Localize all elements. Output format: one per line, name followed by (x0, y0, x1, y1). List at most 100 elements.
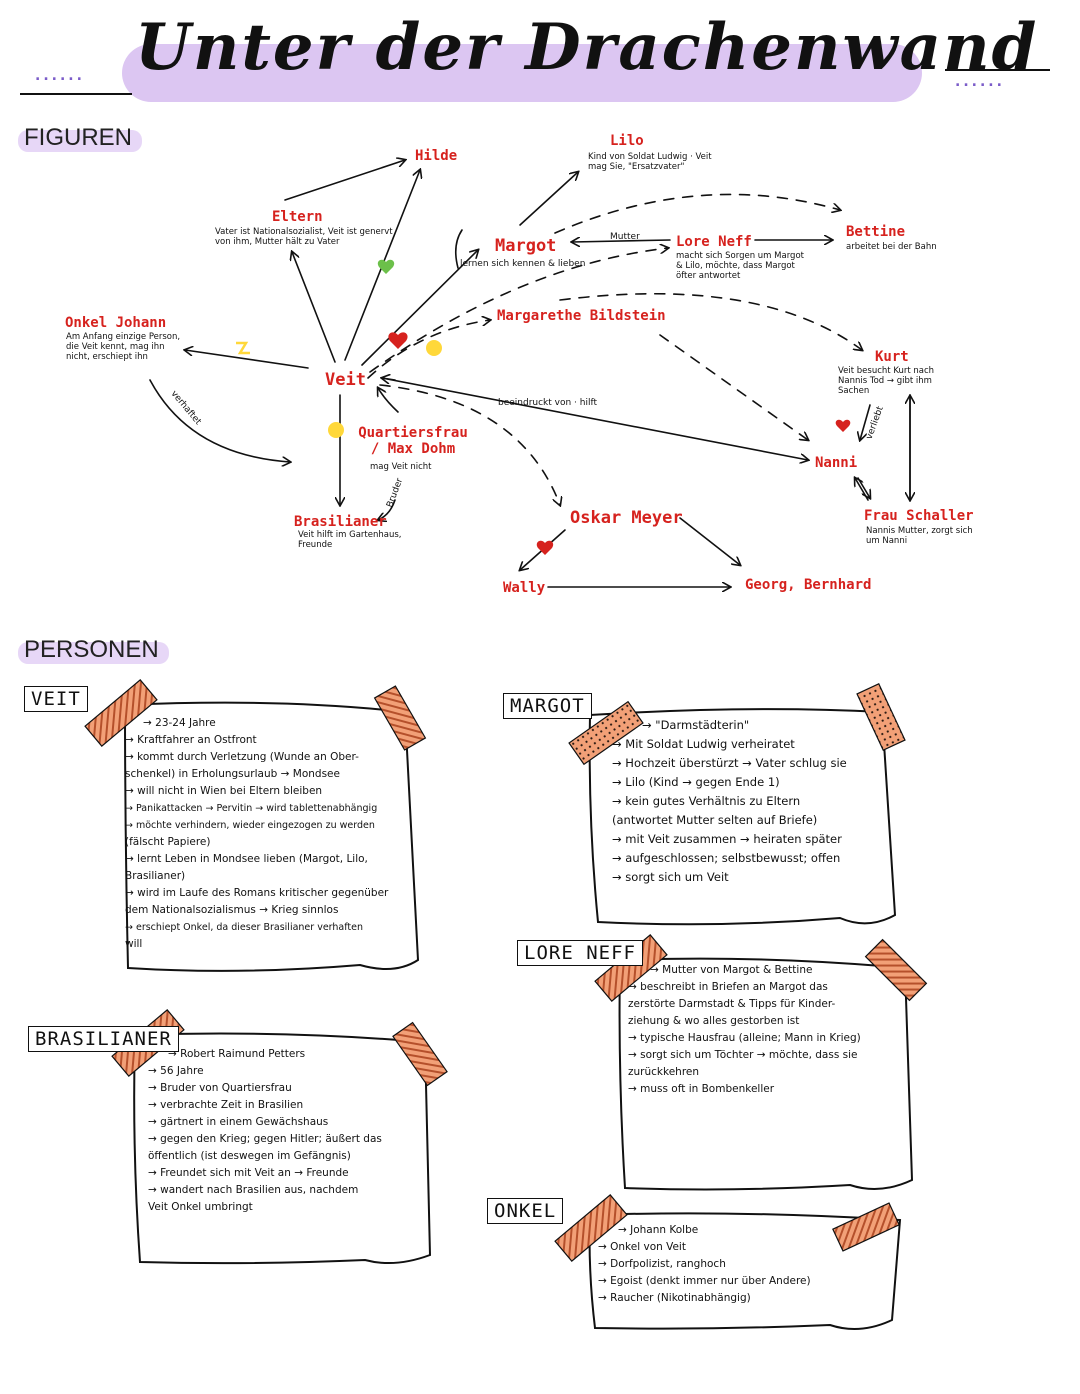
card-label-margot: MARGOT (503, 693, 592, 719)
node-georg-bernhard: Georg, Bernhard (745, 577, 872, 593)
edge-eltern-hilde (284, 160, 405, 201)
list-item: → "Darmstädterin" (642, 718, 750, 732)
tape-icon (864, 938, 928, 1002)
list-item: zurückkehren (628, 1066, 700, 1078)
page-title: Unter der Drachenwand (135, 10, 1039, 85)
list-item: → Egoist (denkt immer nur über Andere) (598, 1275, 811, 1287)
card-brasilianer-text: → Robert Raimund Petters → 56 Jahre → Br… (148, 1046, 382, 1216)
title-rule-right (945, 69, 1050, 71)
dots-left: ...... (35, 68, 85, 84)
list-item: → 23-24 Jahre (143, 717, 216, 729)
list-item: schenkel) in Erholungsurlaub → Mondsee (125, 768, 340, 780)
list-item: will (125, 938, 143, 950)
onkel-note: Am Anfang einzige Person, die Veit kennt… (66, 332, 181, 362)
list-item: → typische Hausfrau (alleine; Mann in Kr… (628, 1032, 861, 1044)
list-item: → Panikattacken → Pervitin → wird tablet… (125, 803, 378, 814)
list-item: → Robert Raimund Petters (168, 1048, 306, 1060)
section-figures: FIGUREN (18, 124, 142, 152)
title-highlight (122, 44, 922, 102)
list-item: → kein gutes Verhältnis zu Eltern (612, 794, 801, 808)
list-item: → wird im Laufe des Romans kritischer ge… (125, 887, 389, 899)
list-item: (antwortet Mutter selten auf Briefe) (612, 813, 818, 827)
edge-margot-bettine (554, 193, 840, 234)
smiley-icon (426, 340, 442, 356)
brasilianer-note: Veit hilft im Gartenhaus, Freunde (298, 530, 402, 550)
edge-onkel-brasilianer (149, 379, 290, 462)
tape-icon (832, 1202, 900, 1252)
kurt-note: Veit besucht Kurt nach Nannis Tod → gibt… (838, 366, 935, 396)
list-item: → Freundet sich mit Veit an → Freunde (148, 1167, 349, 1179)
list-item: ziehung & wo alles gestorben ist (628, 1015, 800, 1027)
edge-veit-oskar (379, 384, 560, 505)
list-item: → Hochzeit überstürzt → Vater schlug sie (612, 756, 847, 770)
edge-margarethe-kurt (559, 293, 862, 350)
node-margarethe: Margarethe Bildstein (497, 308, 666, 324)
edge-quartier-brasilianer (378, 499, 396, 520)
heart-icon (388, 332, 408, 349)
list-item: → wandert nach Brasilien aus, nachdem (148, 1184, 359, 1196)
lilo-note: Kind von Soldat Ludwig · Veit mag Sie, "… (588, 152, 712, 172)
node-brasilianer: Brasilianer (294, 514, 387, 530)
list-item: → Raucher (Nikotinabhängig) (598, 1292, 751, 1304)
bettine-note: arbeitet bei der Bahn (846, 242, 937, 252)
card-label-onkel: ONKEL (487, 1198, 564, 1224)
list-item: öffentlich (ist deswegen im Gefängnis) (148, 1150, 351, 1162)
beeindruckt-edge-label: beeindruckt von · hilft (498, 398, 598, 408)
eltern-note: Vater ist Nationalsozialist, Veit ist ge… (215, 227, 393, 247)
list-item: → kommt durch Verletzung (Wunde an Ober- (125, 751, 359, 763)
edge-margot-bracket (454, 229, 463, 269)
list-item: → erschiept Onkel, da dieser Brasilianer… (125, 922, 364, 933)
edge-veit-margarethe (367, 320, 490, 379)
list-item: zerstörte Darmstadt & Tipps für Kinder- (628, 998, 836, 1010)
card-veit-text: → 23-24 Jahre → Kraftfahrer an Ostfront … (125, 715, 388, 953)
list-item: (fälscht Papiere) (125, 836, 211, 848)
card-margot-text: → "Darmstädterin" → Mit Soldat Ludwig ve… (612, 716, 847, 887)
node-oskar-meyer: Oskar Meyer (570, 508, 683, 528)
edge-schaller-nanni (857, 477, 870, 498)
node-eltern: Eltern (272, 209, 323, 225)
lightning-icon (236, 341, 250, 355)
card-onkel-paper (588, 1212, 902, 1330)
list-item: → 56 Jahre (148, 1065, 204, 1077)
node-wally: Wally (503, 580, 546, 596)
tape-icon (856, 683, 906, 751)
list-item: → gärtnert in einem Gewächshaus (148, 1116, 329, 1128)
card-margot-paper (588, 708, 897, 926)
tape-icon (554, 1194, 628, 1262)
mutter-edge-label: Mutter (610, 232, 640, 242)
tape-icon (568, 700, 644, 766)
tape-icon (392, 1021, 448, 1087)
list-item: → Johann Kolbe (618, 1224, 699, 1236)
edge-veit-nanni (381, 377, 808, 460)
list-item: → sorgt sich um Töchter → möchte, dass s… (628, 1049, 858, 1061)
list-item: → Bruder von Quartiersfrau (148, 1082, 292, 1094)
list-item: → gegen den Krieg; gegen Hitler; äußert … (148, 1133, 382, 1145)
lore-note: macht sich Sorgen um Margot & Lilo, möch… (676, 251, 804, 281)
title-rule-left (20, 93, 132, 95)
node-kurt: Kurt (875, 349, 909, 365)
card-label-lore-neff: LORE NEFF (517, 940, 643, 966)
heart-icon (835, 419, 851, 432)
list-item: → will nicht in Wien bei Eltern bleiben (125, 785, 323, 797)
list-item: → Onkel von Veit (598, 1241, 686, 1253)
list-item: Veit Onkel umbringt (148, 1201, 253, 1213)
edge-quartier-veit (378, 388, 399, 413)
section-persons-label: PERSONEN (24, 636, 159, 663)
edge-nanni-veit-head (382, 378, 396, 380)
card-label-veit: VEIT (24, 686, 88, 712)
tape-icon (373, 685, 427, 751)
edge-lore-margot (572, 240, 671, 242)
list-item: → mit Veit zusammen → heiraten später (612, 832, 842, 846)
node-lore-neff: Lore Neff (676, 234, 752, 250)
card-label-brasilianer: BRASILIANER (28, 1026, 179, 1052)
list-item: → möchte verhindern, wieder eingezogen z… (125, 820, 375, 831)
node-hilde: Hilde (415, 148, 458, 164)
dots-right: ...... (955, 74, 1005, 90)
relationship-diagram (149, 0, 1080, 640)
edge-margot-lilo (519, 172, 578, 226)
node-margot: Margot (495, 236, 557, 256)
node-frau-schaller: Frau Schaller (864, 508, 974, 524)
node-nanni: Nanni (815, 455, 858, 471)
list-item: → lernt Leben in Mondsee lieben (Margot,… (125, 853, 368, 865)
